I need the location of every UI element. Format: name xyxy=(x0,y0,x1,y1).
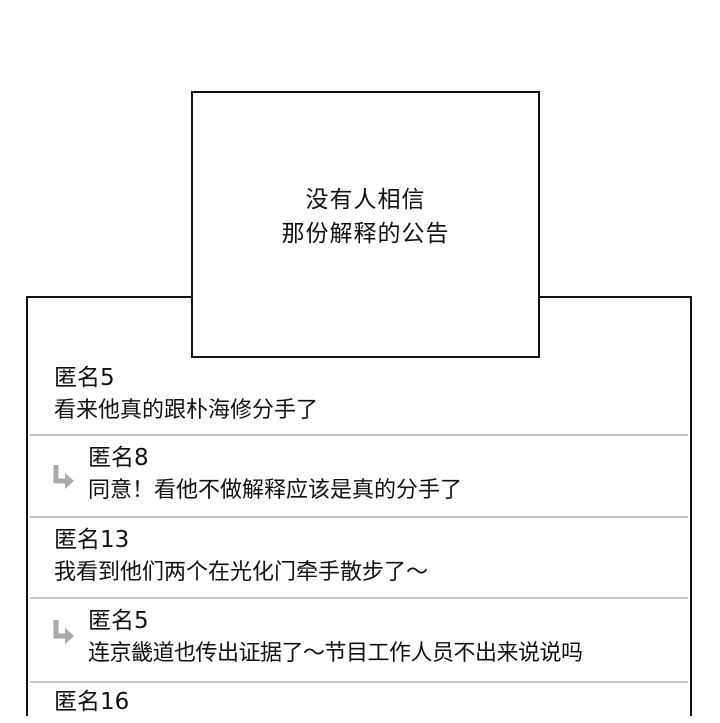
comment-author: 匿名13 xyxy=(54,527,130,553)
comment-item: 匿名13 我看到他们两个在光化门牵手散步了～ xyxy=(28,518,690,600)
comment-author: 匿名5 xyxy=(54,365,115,391)
reply-arrow-icon xyxy=(53,620,74,644)
caption-line-1: 没有人相信 xyxy=(305,186,426,213)
reply-item: 匿名8 同意！看他不做解释应该是真的分手了 xyxy=(28,436,690,518)
comment-text: 看来他真的跟朴海修分手了 xyxy=(54,398,319,423)
caption-box: 没有人相信 那份解释的公告 xyxy=(191,91,540,358)
comment-divider xyxy=(30,434,688,436)
comment-divider xyxy=(30,597,688,599)
comment-author: 匿名5 xyxy=(88,608,149,634)
caption-line-2: 那份解释的公告 xyxy=(281,220,450,247)
comment-item: 匿名16 xyxy=(28,683,690,723)
comment-author: 匿名16 xyxy=(54,689,130,715)
comment-divider xyxy=(30,681,688,683)
comment-text: 我看到他们两个在光化门牵手散步了～ xyxy=(54,560,429,585)
comment-divider xyxy=(30,516,688,518)
comment-panel: 匿名5 看来他真的跟朴海修分手了 匿名8 同意！看他不做解释应该是真的分手了 匿… xyxy=(26,296,692,716)
reply-item: 匿名5 连京畿道也传出证据了～节目工作人员不出来说说吗 xyxy=(28,599,690,683)
comment-item: 匿名5 看来他真的跟朴海修分手了 xyxy=(28,298,690,436)
comment-text: 连京畿道也传出证据了～节目工作人员不出来说说吗 xyxy=(88,641,583,666)
reply-arrow-icon xyxy=(53,465,74,489)
comment-author: 匿名8 xyxy=(88,445,149,471)
comment-text: 同意！看他不做解释应该是真的分手了 xyxy=(88,478,463,503)
